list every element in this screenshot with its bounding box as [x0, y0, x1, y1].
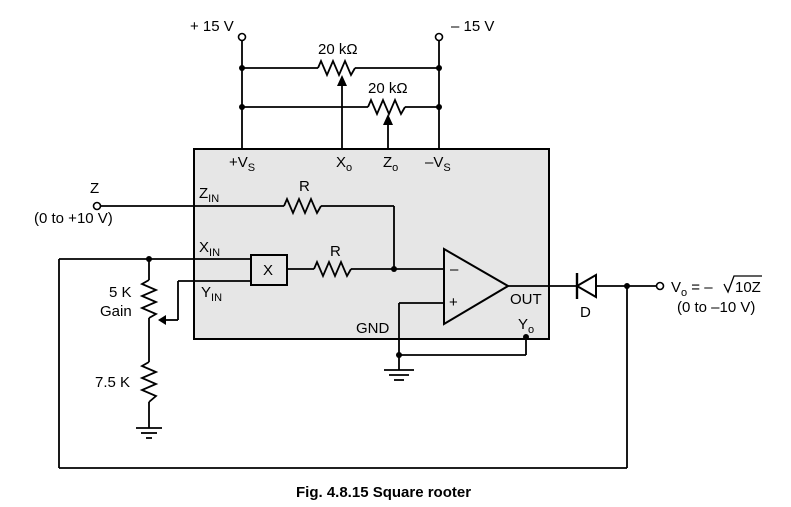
multiplier-label: X [263, 262, 273, 279]
resistor-r2: R [313, 243, 352, 279]
output-formula: Vo = – 10Z (0 to –10 V) [671, 275, 762, 316]
junction-dot [396, 352, 402, 358]
resistor-r1: R [283, 178, 322, 216]
ground-icon [384, 369, 414, 381]
pin-out: OUT [510, 291, 542, 308]
ic-body [193, 148, 550, 340]
junction-dot [239, 65, 245, 71]
pot-z-label: 20 kΩ [368, 80, 408, 97]
fixed-resistor-label: 7.5 K [95, 374, 130, 391]
op-amp [443, 247, 510, 326]
pin-gnd: GND [356, 320, 390, 337]
z-input-range: (0 to +10 V) [34, 210, 113, 227]
junction-dot [391, 266, 397, 272]
z-input-terminal: Z (0 to +10 V) [34, 180, 113, 227]
svg-text:Vo = –: Vo = – [671, 279, 713, 299]
figure-caption: Fig. 4.8.15 Square rooter [296, 484, 471, 501]
neg-supply-terminal: – 15 V [434, 18, 494, 42]
pin-yin: YIN [201, 284, 222, 304]
output-terminal [655, 281, 665, 291]
pos-supply-terminal: + 15 V [190, 18, 247, 42]
pin-vs-pos: +VS [229, 154, 255, 174]
op-amp-plus: + [449, 294, 458, 311]
junction-dot [523, 334, 529, 340]
resistor-r2-label: R [330, 243, 341, 260]
resistor-r1-label: R [299, 178, 310, 195]
op-amp-minus: – [450, 261, 459, 278]
output-radicand: 10Z [735, 279, 761, 296]
pin-yo: Yo [518, 316, 534, 336]
pin-vs-neg: –VS [425, 154, 451, 174]
multiplier-block [250, 254, 288, 286]
pin-xo: Xo [336, 154, 352, 174]
z-input-name: Z [90, 180, 99, 197]
gain-pot: 5 K Gain [100, 259, 251, 362]
junction-dot [436, 104, 442, 110]
junction-dot [239, 104, 245, 110]
pos-supply-label: + 15 V [190, 18, 234, 35]
pot-x-label: 20 kΩ [318, 41, 358, 58]
fixed-resistor: 7.5 K [95, 361, 159, 428]
junction-dot [436, 65, 442, 71]
pot-z-offset: 20 kΩ [242, 80, 439, 149]
diode-icon: D [575, 273, 597, 321]
pin-zin: ZIN [199, 185, 219, 205]
pin-zo: Zo [383, 154, 398, 174]
pot-x-offset: 20 kΩ [242, 41, 439, 149]
pin-xin: XIN [199, 239, 220, 259]
diode-label: D [580, 304, 591, 321]
output-range: (0 to –10 V) [677, 299, 755, 316]
neg-supply-label: – 15 V [451, 18, 494, 35]
gain-pot-value: 5 K [109, 284, 132, 301]
ground-icon [136, 427, 162, 439]
sqrt-sign-icon [723, 275, 762, 294]
gain-pot-label: Gain [100, 303, 132, 320]
